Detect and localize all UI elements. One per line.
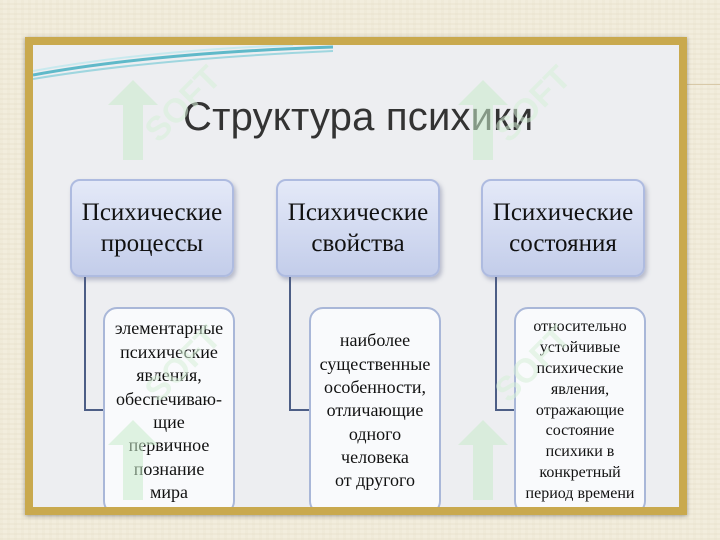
heading-box-processes: Психические процессы [70,179,234,277]
heading-box-states: Психические состояния [481,179,645,277]
watermark-logo: SOFT [448,319,578,507]
connector-processes [84,277,112,411]
heading-text: Психические свойства [287,198,429,257]
description-box-properties: наиболее существенные особенности, отлич… [309,307,441,507]
description-text: элементарные психические явления, обеспе… [114,318,224,503]
description-box-processes: элементарные психические явления, обеспе… [103,307,235,507]
heading-text: Психические состояния [492,198,634,257]
connector-states [495,277,523,411]
swoosh-decoration [33,45,333,80]
slide-title: Структура психики [183,95,534,139]
connector-properties [289,277,317,411]
heading-box-properties: Психические свойства [276,179,440,277]
heading-text: Психические процессы [81,198,223,257]
description-box-states: относительно устойчивые психические явле… [514,307,646,507]
slide: Структура психики Психические процессы П… [33,45,679,507]
description-text: наиболее существенные особенности, отлич… [319,330,431,491]
slide-frame: Структура психики Психические процессы П… [25,37,687,515]
description-text: относительно устойчивые психические явле… [525,318,635,502]
